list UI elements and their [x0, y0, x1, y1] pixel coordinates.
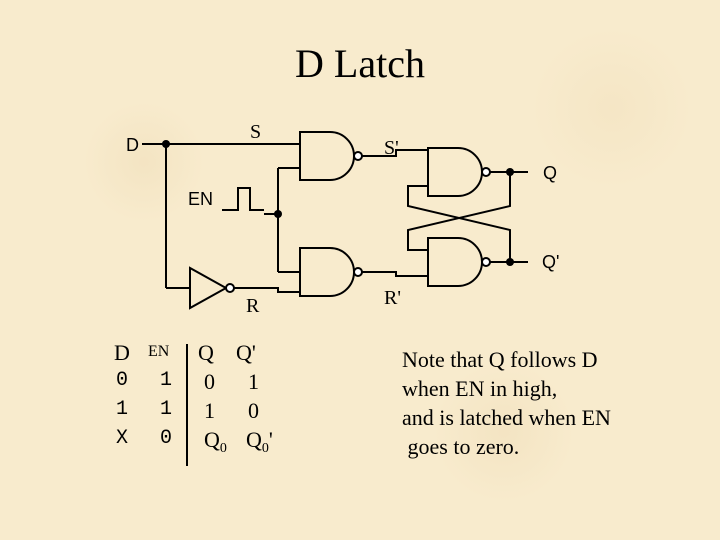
- label-r-prime: R': [384, 287, 401, 309]
- label-s-prime: S': [384, 137, 399, 159]
- row3-q-prime-base: Q: [246, 427, 262, 452]
- nand-gate-upper: [299, 131, 363, 181]
- junction-dot-q-prime: [506, 258, 514, 266]
- nand-gate-sr-lower: [427, 237, 491, 287]
- row2-en: 1: [160, 398, 173, 421]
- inverter-gate: [189, 266, 235, 310]
- header-q-prime: Q': [236, 340, 256, 365]
- wire-q-feedback: [407, 172, 511, 251]
- row1-q-prime: 1: [248, 369, 259, 394]
- label-r: R: [246, 295, 260, 317]
- label-q: Q: [543, 163, 557, 183]
- note-line-4: goes to zero.: [402, 434, 520, 459]
- wire-r-input: [234, 287, 300, 293]
- row2-d: 1: [116, 398, 129, 421]
- wire-r-prime: [362, 271, 428, 277]
- note-line-3: and is latched when EN: [402, 405, 611, 430]
- nand-gate-sr-upper: [427, 147, 491, 197]
- label-en: EN: [188, 189, 213, 209]
- note-line-2: when EN in high,: [402, 376, 558, 401]
- wire-s-prime: [362, 149, 428, 157]
- wire-q-prime-feedback: [407, 185, 511, 262]
- junction-dot-d: [162, 140, 170, 148]
- row3-q-subscript: 0: [219, 441, 227, 456]
- header-d: D: [114, 340, 130, 365]
- row3-q: Q0: [204, 427, 227, 456]
- row3-q-base: Q: [204, 427, 220, 452]
- label-s: S: [250, 121, 261, 143]
- row1-q: 0: [204, 369, 215, 394]
- note-text: Note that Q follows D when EN in high, a…: [402, 345, 702, 461]
- row3-q-prime-mark: ': [268, 427, 273, 452]
- row3-d: X: [116, 427, 129, 450]
- note-line-1: Note that Q follows D: [402, 347, 598, 372]
- label-q-prime: Q': [542, 252, 559, 272]
- page-title: D Latch: [295, 41, 425, 86]
- row2-q: 1: [204, 398, 215, 423]
- junction-dot-en: [274, 210, 282, 218]
- row2-q-prime: 0: [248, 398, 259, 423]
- row3-q-prime: Q0': [246, 427, 273, 456]
- label-d: D: [126, 135, 139, 155]
- nand-gate-lower: [299, 247, 363, 297]
- row3-en: 0: [160, 427, 173, 450]
- junction-dot-q: [506, 168, 514, 176]
- en-pulse-icon: [222, 187, 264, 211]
- header-en: EN: [148, 343, 170, 360]
- row1-en: 1: [160, 369, 173, 392]
- row3-q-prime-subscript: 0: [261, 441, 269, 456]
- row1-d: 0: [116, 369, 129, 392]
- header-q: Q: [198, 340, 214, 365]
